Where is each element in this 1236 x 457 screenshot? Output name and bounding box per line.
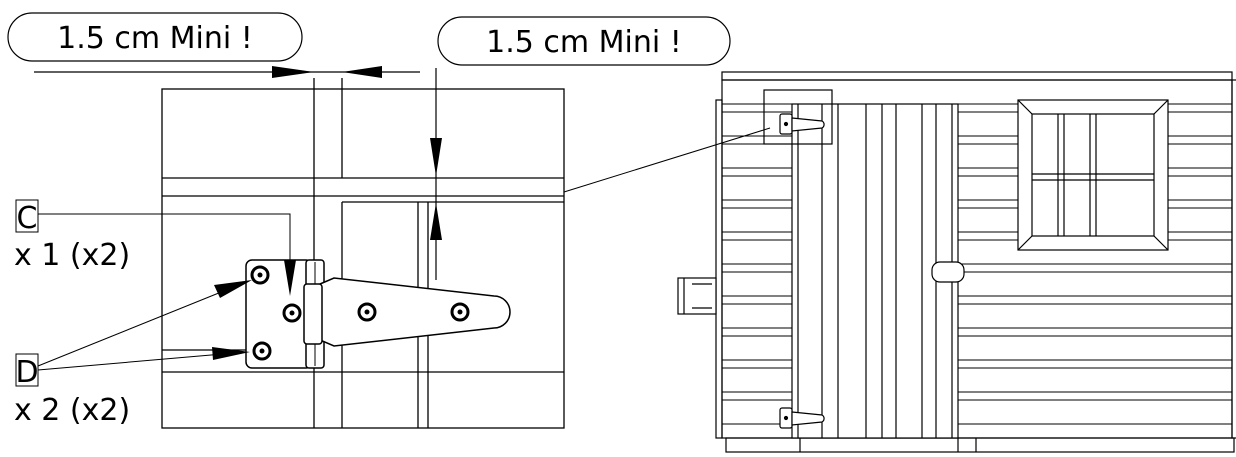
screw-icon — [252, 341, 272, 361]
leader-line — [38, 213, 291, 260]
door — [791, 103, 959, 439]
dimension-arrow-right — [272, 66, 314, 78]
hinge-strap — [319, 277, 511, 347]
detail-highlight-box — [763, 89, 833, 145]
door-handle — [931, 261, 965, 283]
vertical-spacing-callout: 1.5 cm Mini ! — [437, 16, 731, 66]
part-d-quantity: x 2 (x2) — [14, 393, 130, 428]
screw-icon — [450, 302, 470, 322]
leader-arrow — [212, 347, 250, 360]
hinge-top — [779, 113, 825, 135]
window-sash — [1031, 113, 1155, 237]
screw-icon — [282, 303, 302, 323]
roof-fascia — [721, 71, 1233, 81]
vertical-spacing-label: 1.5 cm Mini ! — [486, 25, 682, 60]
part-letter-box — [15, 199, 39, 233]
vertical-dimension — [430, 68, 442, 280]
side-vent — [677, 277, 717, 315]
horizontal-spacing-label: 1.5 cm Mini ! — [57, 21, 253, 56]
callout-frame — [7, 12, 303, 62]
floor-base — [725, 437, 1235, 453]
detail-connector-line — [563, 127, 771, 193]
callout-frame — [437, 16, 731, 66]
leader-arrow — [284, 260, 296, 296]
leader-arrow — [214, 280, 252, 298]
dimension-arrow-left — [342, 66, 382, 78]
door-frame — [791, 103, 959, 439]
detail-view — [161, 78, 565, 429]
window — [1017, 99, 1169, 251]
part-c-callout: C x 1 (x2) — [14, 199, 296, 296]
leader-line — [37, 351, 247, 371]
part-c-quantity: x 1 (x2) — [14, 238, 130, 273]
screws — [250, 265, 470, 361]
dimension-arrow-down — [430, 138, 442, 176]
right-corner-trim — [1231, 79, 1236, 439]
hinge-detail — [245, 259, 511, 369]
hinge-bottom — [779, 407, 825, 429]
screw-icon — [250, 265, 270, 285]
dimension-arrow-up — [430, 203, 442, 240]
detail-frame — [161, 88, 565, 429]
shed-front-elevation — [677, 71, 1236, 453]
horizontal-dimension — [34, 66, 420, 78]
part-d-callout: D x 2 (x2) — [14, 280, 252, 428]
part-c-letter: C — [17, 201, 38, 236]
part-d-letter: D — [15, 355, 38, 390]
left-corner-trim — [715, 99, 723, 439]
horizontal-spacing-callout: 1.5 cm Mini ! — [7, 12, 303, 62]
window-trim — [1017, 99, 1169, 251]
screw-icon — [357, 302, 377, 322]
leader-line — [37, 281, 247, 367]
